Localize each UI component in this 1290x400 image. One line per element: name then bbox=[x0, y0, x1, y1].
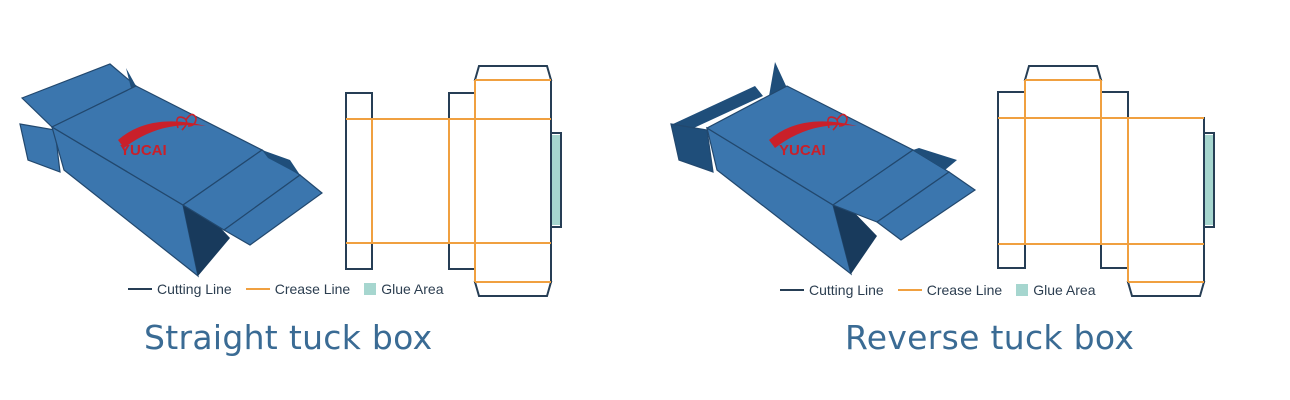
bottom-dust-flap bbox=[262, 150, 300, 175]
bottom-tuck-tongue bbox=[875, 171, 977, 241]
legend-glue: Glue Area bbox=[1016, 282, 1095, 298]
legend-cutting: Cutting Line bbox=[780, 282, 884, 298]
bottom-dust-flap bbox=[913, 148, 957, 170]
yucai-logo: YUCAI bbox=[769, 113, 857, 159]
glue-area-swatch bbox=[364, 283, 377, 295]
top-dust-flap-dark bbox=[673, 86, 763, 132]
reverse-tuck-illustration: YUCAI bbox=[670, 62, 1215, 297]
bottom-tuck-tongue bbox=[222, 174, 323, 246]
legend-glue-label: Glue Area bbox=[381, 281, 444, 297]
legend-crease: Crease Line bbox=[245, 281, 351, 297]
straight-legend: Cutting Line Crease Line Glue Area bbox=[128, 281, 443, 297]
logo-text: YUCAI bbox=[120, 142, 167, 159]
side-dust-flap bbox=[670, 123, 714, 173]
cutting-lines bbox=[345, 65, 562, 297]
cutting-lines bbox=[997, 65, 1215, 297]
cutting-line-swatch bbox=[780, 289, 804, 291]
reverse-dieline bbox=[997, 65, 1215, 297]
straight-box-3d: YUCAI bbox=[19, 63, 323, 278]
crease-line-swatch bbox=[245, 288, 270, 290]
legend-cutting-label: Cutting Line bbox=[809, 282, 884, 298]
reverse-legend: Cutting Line Crease Line Glue Area bbox=[780, 282, 1095, 298]
logo-text: YUCAI bbox=[779, 142, 826, 159]
side-dust-flap bbox=[19, 123, 61, 173]
box-end-shadow bbox=[183, 205, 230, 276]
glue-area bbox=[552, 135, 560, 225]
reverse-tuck-panel: YUCAI bbox=[645, 0, 1290, 400]
cutting-line-swatch bbox=[128, 288, 152, 290]
legend-glue: Glue Area bbox=[364, 281, 443, 297]
crease-lines bbox=[998, 79, 1204, 283]
legend-crease-label: Crease Line bbox=[274, 281, 351, 297]
reverse-box-3d: YUCAI bbox=[670, 62, 977, 276]
straight-caption: Straight tuck box bbox=[144, 318, 433, 357]
straight-tuck-panel: YUCAI bbox=[19, 63, 562, 357]
crease-line-swatch bbox=[897, 289, 922, 291]
crease-lines bbox=[346, 79, 551, 283]
legend-glue-label: Glue Area bbox=[1033, 282, 1096, 298]
legend-cutting-label: Cutting Line bbox=[157, 281, 232, 297]
yucai-logo: YUCAI bbox=[118, 113, 206, 159]
straight-dieline bbox=[345, 65, 562, 297]
top-dust-spike bbox=[769, 62, 787, 96]
reverse-caption: Reverse tuck box bbox=[845, 318, 1135, 357]
box-end-shadow bbox=[833, 205, 877, 274]
legend-cutting: Cutting Line bbox=[128, 281, 232, 297]
straight-tuck-illustration: YUCAI bbox=[19, 63, 562, 297]
legend-crease: Crease Line bbox=[897, 282, 1003, 298]
top-tuck-dust-flap bbox=[126, 68, 136, 88]
glue-area-swatch bbox=[1016, 284, 1029, 296]
legend-crease-label: Crease Line bbox=[926, 282, 1003, 298]
glue-area bbox=[1205, 135, 1213, 225]
